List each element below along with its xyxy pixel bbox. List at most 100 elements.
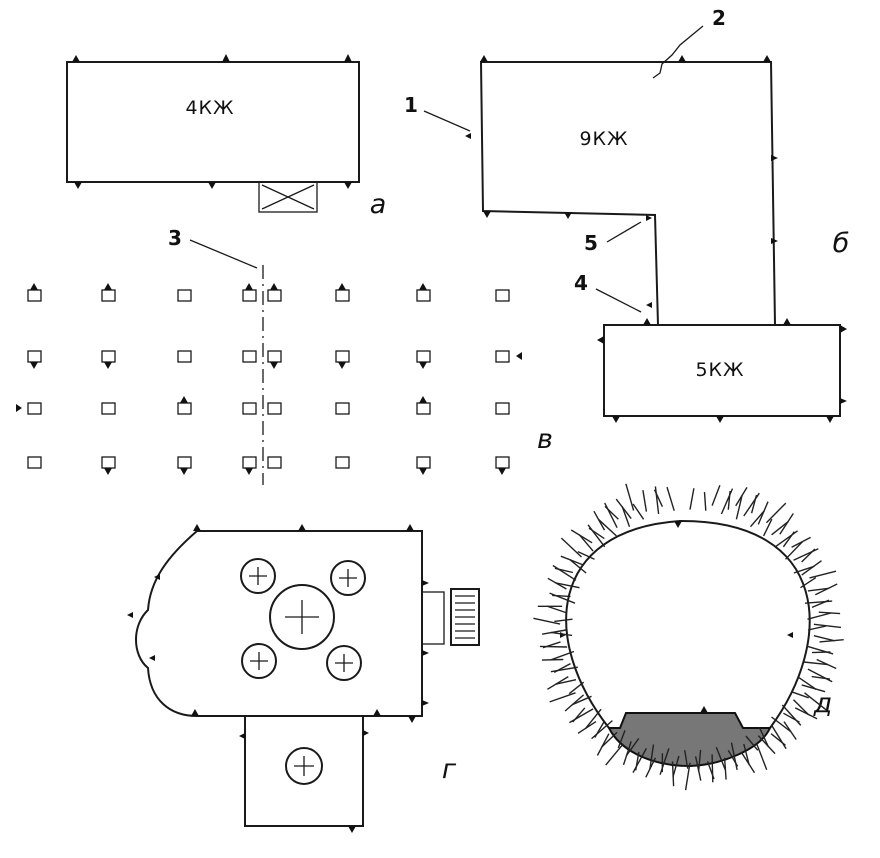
rock-hatch-line: [621, 506, 631, 527]
porch-wall: [421, 591, 445, 645]
marker-down: [338, 362, 346, 369]
rock-hatch-line: [571, 695, 592, 706]
rock-hatch-line: [666, 486, 675, 511]
rock-hatch-line: [807, 668, 833, 683]
label-4kzh: 4КЖ: [185, 97, 234, 119]
rock-hatch-line: [771, 716, 792, 733]
rock-hatch-line: [659, 748, 670, 775]
support-square: [335, 456, 350, 469]
rock-hatch-line: [541, 629, 567, 635]
callout-1-leader: [423, 110, 471, 132]
rock-hatch-line: [642, 489, 648, 512]
rock-hatch-line: [546, 605, 568, 614]
rock-hatch-line: [605, 743, 624, 766]
support-square: [101, 289, 116, 302]
building-9kzh-outline: [479, 61, 777, 326]
rock-hatch-line: [684, 750, 689, 769]
rock-hatch-line: [811, 651, 831, 654]
rock-hatch-line: [689, 488, 695, 510]
rock-hatch-line: [793, 548, 819, 561]
panel-label-a: а: [370, 189, 387, 220]
rock-hatch-line: [653, 489, 664, 507]
support-square: [101, 456, 116, 469]
rock-hatch-line: [711, 485, 721, 506]
tunnel-arch-outline: [565, 519, 811, 729]
rock-hatch-line: [720, 488, 734, 515]
porch-cross-line: [261, 184, 315, 210]
rock-hatch-line: [801, 560, 822, 576]
support-square: [242, 289, 257, 302]
rock-hatch-line: [555, 582, 580, 589]
figure-v: 3 в: [16, 226, 553, 485]
rock-hatch-line: [671, 761, 675, 787]
panel-label-v: в: [537, 424, 553, 455]
rock-hatch-line: [672, 755, 680, 778]
support-square: [495, 289, 510, 302]
rock-hatch-line: [550, 666, 578, 673]
bell-tower-dome: [285, 747, 323, 785]
rock-hatch-line: [550, 631, 573, 637]
rock-hatch-line: [793, 565, 815, 574]
marker-up: [419, 396, 427, 403]
rock-hatch-line: [632, 748, 648, 773]
bell-tower-outline: [244, 715, 364, 827]
rock-hatch-line: [564, 694, 585, 712]
rock-hatch-line: [814, 583, 838, 596]
panel-label-g: г: [442, 754, 457, 785]
rock-hatch-line: [694, 756, 702, 781]
rock-hatch-line: [740, 751, 756, 774]
marker-up: [30, 283, 38, 290]
lightning-rod-markers: [560, 521, 793, 713]
rock-hatch-line: [553, 662, 571, 674]
rock-hatch-line: [591, 720, 613, 740]
rock-hatch-line: [784, 541, 804, 560]
support-square: [242, 350, 257, 363]
church-main-hall-outline: [135, 530, 423, 717]
rock-hatch-line: [703, 492, 707, 511]
rock-hatch-line: [813, 623, 842, 629]
marker-up: [270, 283, 278, 290]
callout-3-leader: [189, 239, 258, 269]
marker-down: [30, 362, 38, 369]
callout-5-leader: [606, 221, 642, 243]
support-square: [242, 456, 257, 469]
support-square: [177, 350, 192, 363]
rock-hatch-line: [706, 761, 715, 780]
rock-hatch-line: [604, 502, 618, 529]
support-square: [416, 289, 431, 302]
rock-hatch-line: [635, 751, 640, 771]
small-dome: [330, 560, 366, 596]
rock-hatch-line: [793, 699, 810, 716]
dome-cross: [250, 652, 268, 670]
callout-4-leader: [595, 288, 642, 313]
rock-hatch-line: [757, 501, 769, 525]
dome-cross: [335, 654, 353, 672]
support-square: [267, 456, 282, 469]
callout-2: 2: [712, 6, 726, 30]
rock-hatch-line: [615, 498, 632, 520]
rock-hatch-line: [758, 727, 770, 748]
figure-g: г: [127, 524, 480, 833]
building-4kzh-outline: [66, 61, 360, 183]
rock-hatch-line: [749, 509, 766, 528]
rock-hatch-line: [715, 747, 727, 771]
rock-hatch-line: [604, 505, 619, 520]
rock-hatch-line: [569, 708, 594, 724]
dome-cross: [294, 756, 314, 776]
rock-hatch-line: [554, 618, 573, 623]
rock-hatch-line: [727, 749, 739, 767]
dome-circles: [240, 558, 366, 785]
rock-hatch-line: [798, 676, 817, 690]
rock-hatch-line: [570, 529, 593, 544]
marker-down: [180, 468, 188, 475]
support-square: [177, 289, 192, 302]
marker-up: [419, 283, 427, 290]
marker-down: [104, 362, 112, 369]
marker-up: [180, 396, 188, 403]
marker-right: [516, 352, 522, 360]
callout-1: 1: [404, 93, 418, 117]
rock-hatch-line: [771, 724, 787, 750]
rock-hatch-line: [554, 567, 574, 574]
rock-hatch-line: [578, 534, 594, 552]
